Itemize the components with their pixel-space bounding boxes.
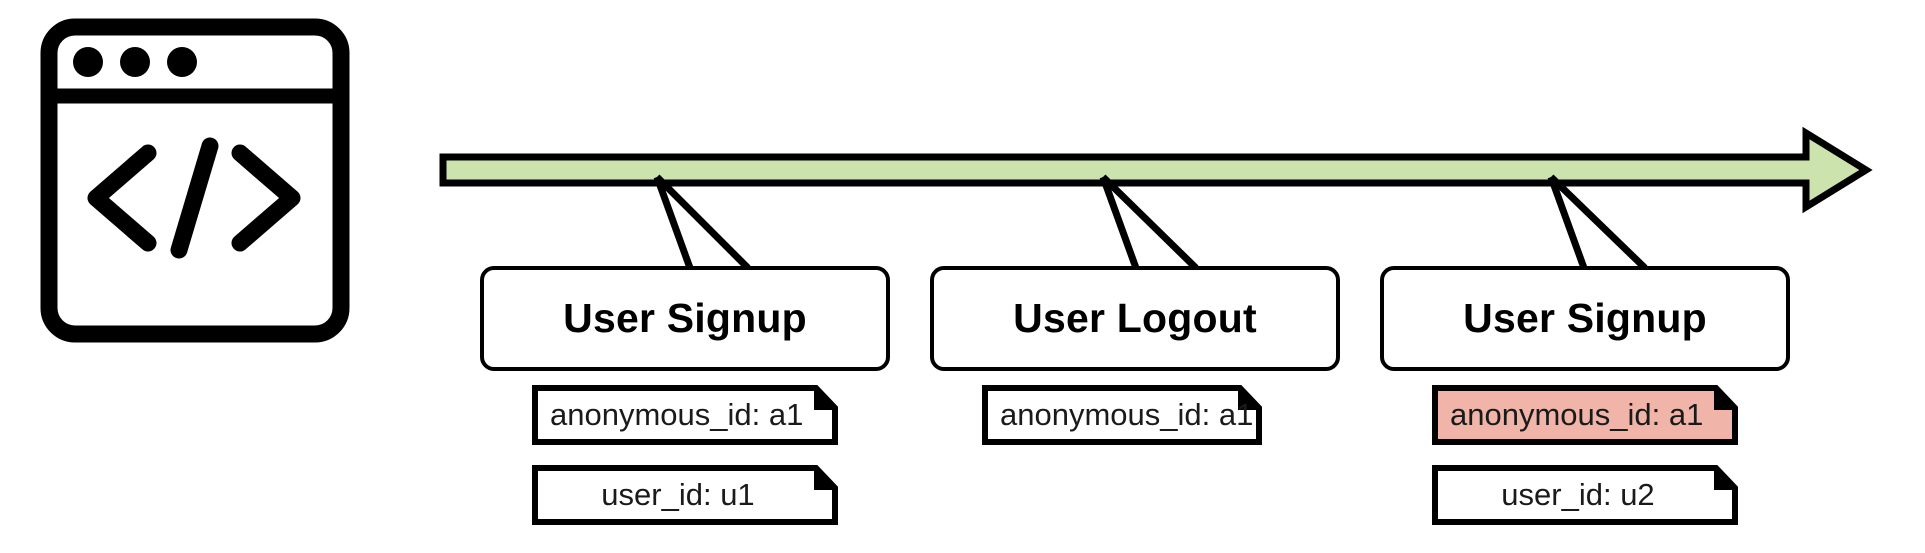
note-label: anonymous_id: a1 xyxy=(1000,397,1254,432)
event-2-note-1[interactable]: anonymous_id: a1 xyxy=(982,385,1262,445)
event-1-note-1[interactable]: anonymous_id: a1 xyxy=(532,385,838,445)
code-window-icon-svg xyxy=(40,18,350,343)
event-1-note-2[interactable]: user_id: u1 xyxy=(532,465,838,525)
note-shape xyxy=(982,385,1262,445)
event-3-note-1-highlighted[interactable]: anonymous_id: a1 xyxy=(1432,385,1738,445)
note-label: anonymous_id: a1 xyxy=(550,397,804,432)
note-shape-highlighted xyxy=(1432,385,1738,445)
event-3-note-2[interactable]: user_id: u2 xyxy=(1432,465,1738,525)
callout-tail-1 xyxy=(653,174,751,271)
event-box-1[interactable]: User Signup xyxy=(480,266,890,371)
note-label: user_id: u1 xyxy=(601,477,755,512)
callout-tail-2 xyxy=(1099,174,1199,271)
note-shape xyxy=(1432,465,1738,525)
event-box-3[interactable]: User Signup xyxy=(1380,266,1790,371)
note-shape xyxy=(532,465,838,525)
code-window-icon xyxy=(40,18,350,343)
timeline-arrow xyxy=(439,126,1873,214)
note-label: anonymous_id: a1 xyxy=(1450,397,1704,432)
note-label: user_id: u2 xyxy=(1501,477,1655,512)
note-shape xyxy=(532,385,838,445)
callout-tail-3 xyxy=(1547,174,1648,271)
event-box-2[interactable]: User Logout xyxy=(930,266,1340,371)
